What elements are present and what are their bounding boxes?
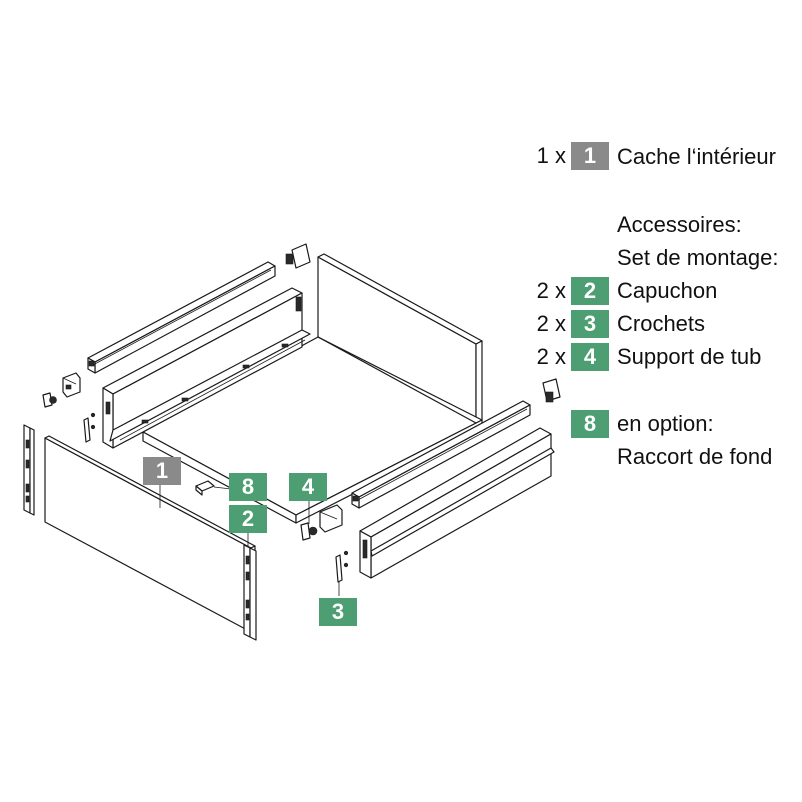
left-hook-part: [83, 412, 96, 443]
left-back-bracket: [285, 243, 311, 269]
left-support-part: [42, 392, 57, 408]
right-cap-part: [319, 504, 343, 533]
callout-badge-1: 1: [143, 457, 181, 485]
right-drawer-side: [359, 427, 555, 579]
left-front-cap-strip: [23, 424, 35, 516]
callout-badge-2: 2: [229, 505, 267, 533]
left-cap-part: [62, 372, 81, 398]
back-panel: [317, 253, 483, 424]
bottom-connector-part: [195, 480, 232, 496]
right-front-cap-strip: [243, 544, 257, 641]
right-top-rail: [351, 400, 531, 509]
bottom-panel: [142, 336, 483, 524]
left-top-rail: [87, 261, 276, 374]
hook-part: [335, 550, 349, 583]
left-drawer-side: [102, 287, 311, 449]
callout-badge-8: 8: [229, 473, 267, 501]
callout-badge-3: 3: [319, 598, 357, 626]
right-back-bracket: [542, 378, 561, 403]
callout-badge-4: 4: [289, 473, 327, 501]
support-part: [300, 522, 318, 541]
